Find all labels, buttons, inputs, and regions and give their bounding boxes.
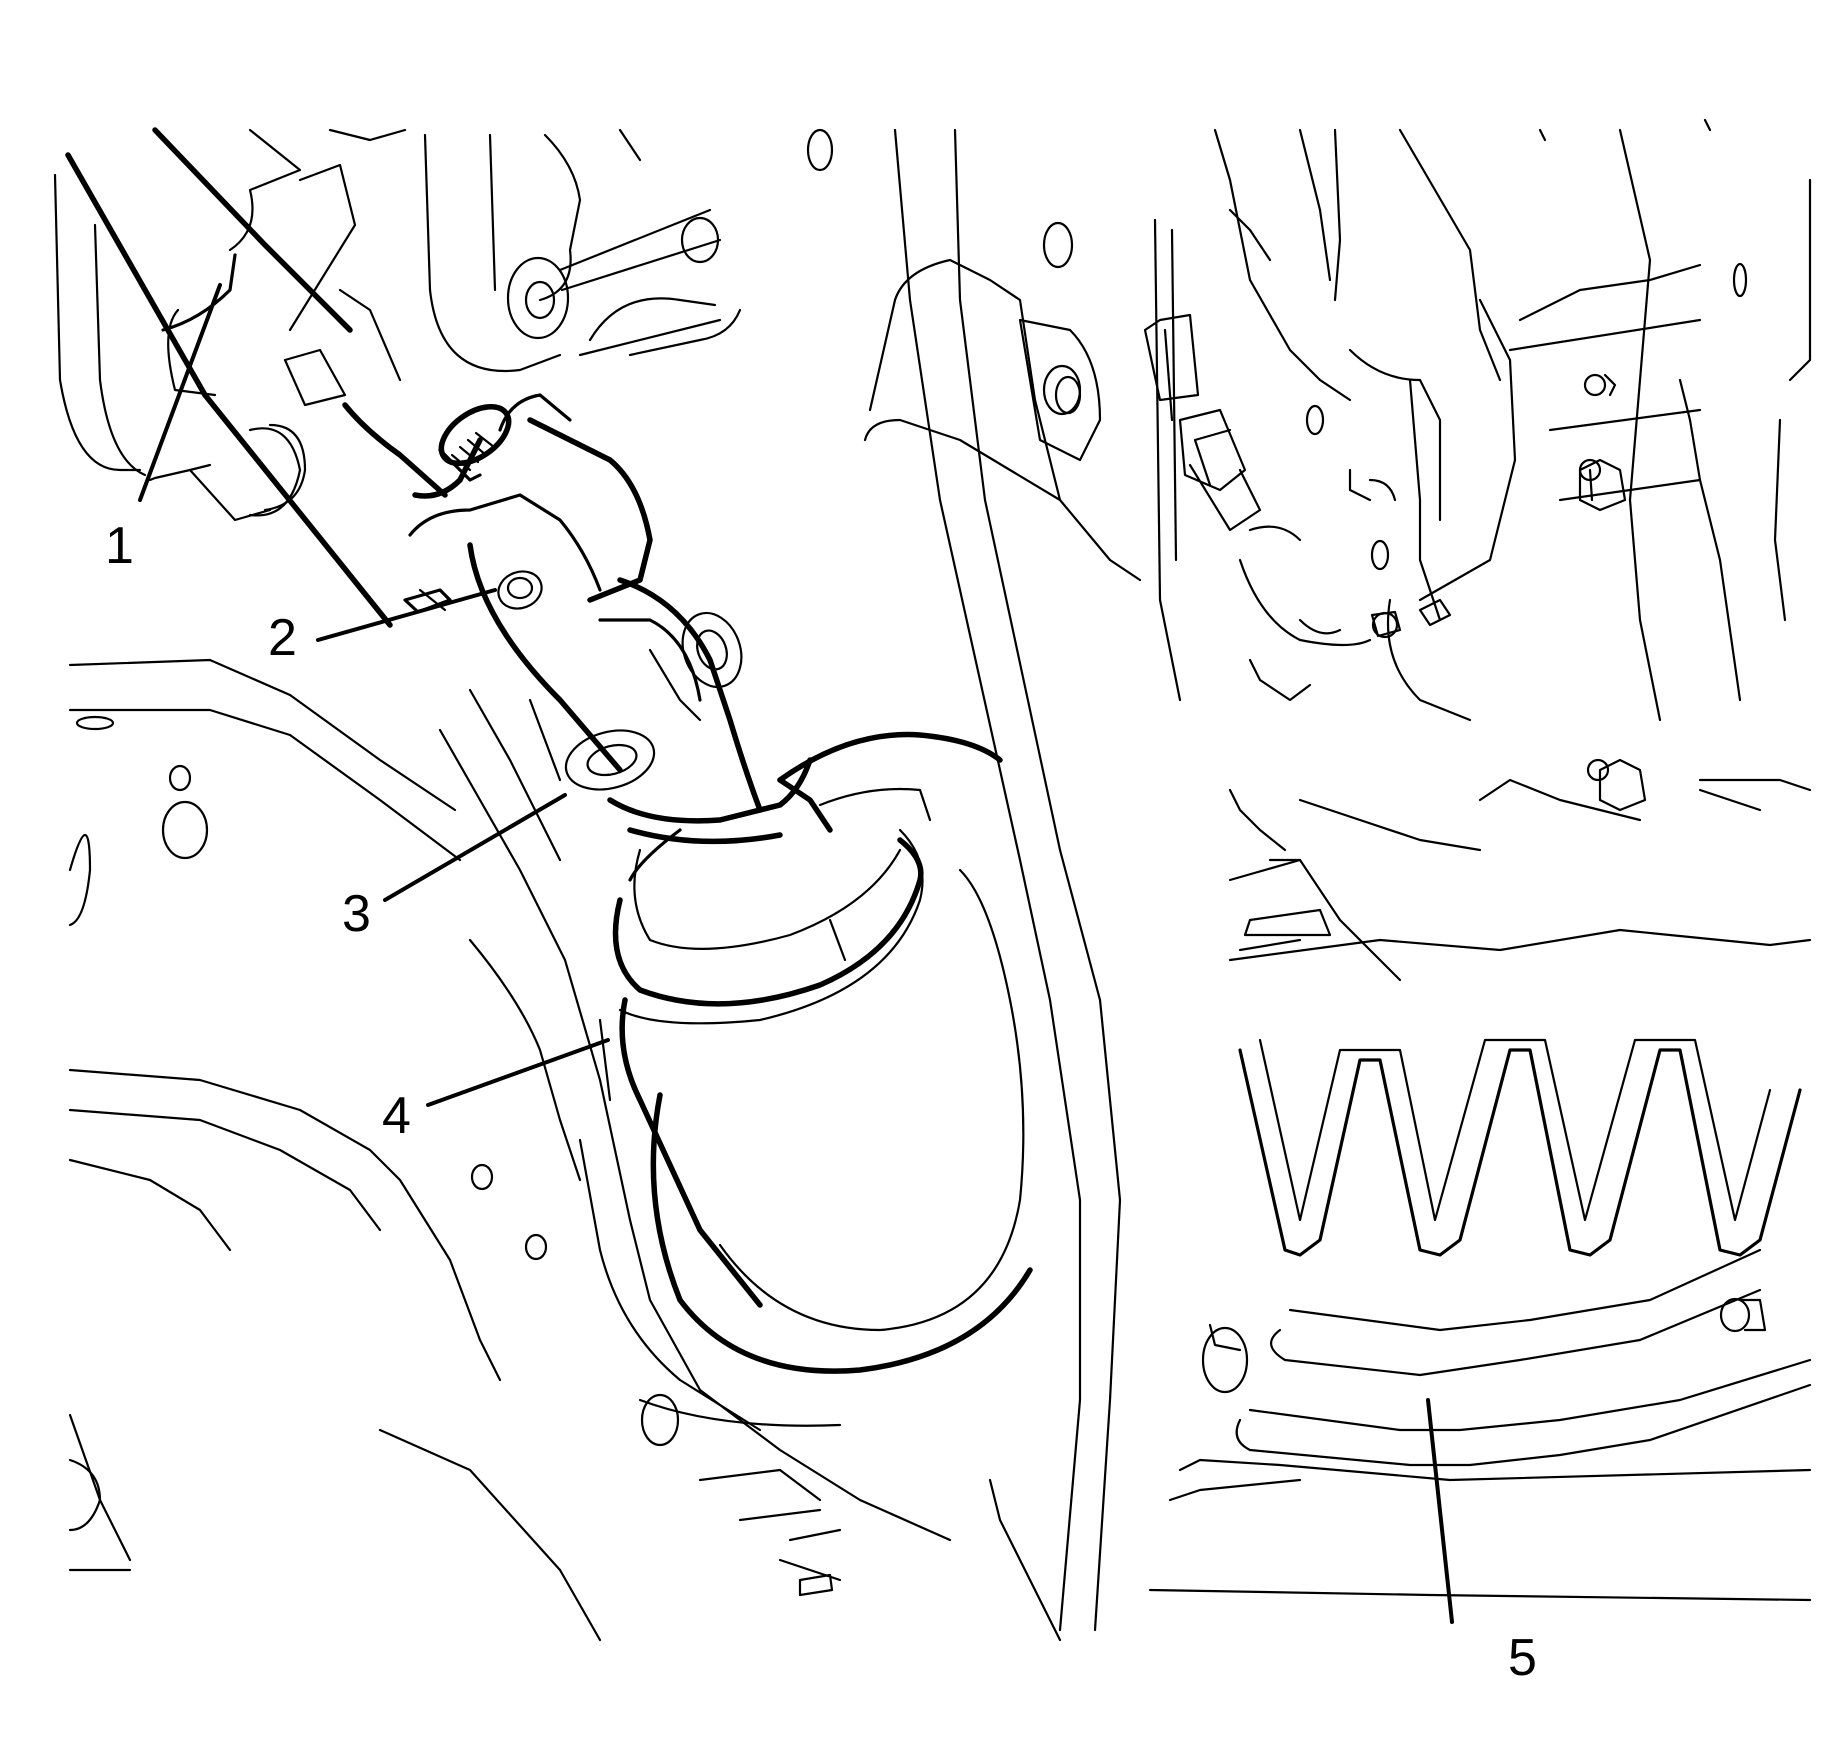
cross-car-beam <box>863 128 1142 1632</box>
callout-leaders <box>138 283 1454 1624</box>
leader-line-5 <box>1426 1398 1454 1624</box>
leader-line-3 <box>383 793 567 902</box>
pedal-assembly <box>1143 118 1812 982</box>
left-body-panel <box>68 658 1062 1642</box>
leader-line-4 <box>426 1038 610 1107</box>
steering-column-seal-boot <box>612 731 1033 1427</box>
pedal-bracket-upper <box>328 128 834 373</box>
intermediate-shaft-u-joint <box>342 393 813 845</box>
callout-5: 5 <box>1508 1629 1537 1687</box>
callout-1: 1 <box>105 517 134 575</box>
callout-2: 2 <box>268 609 297 667</box>
leader-line-2 <box>316 588 497 642</box>
steering-column-shaft <box>53 127 402 628</box>
callout-4: 4 <box>382 1087 411 1145</box>
lower-panel <box>1148 858 1812 1602</box>
callout-3: 3 <box>342 885 371 943</box>
leader-line-1 <box>138 283 222 502</box>
